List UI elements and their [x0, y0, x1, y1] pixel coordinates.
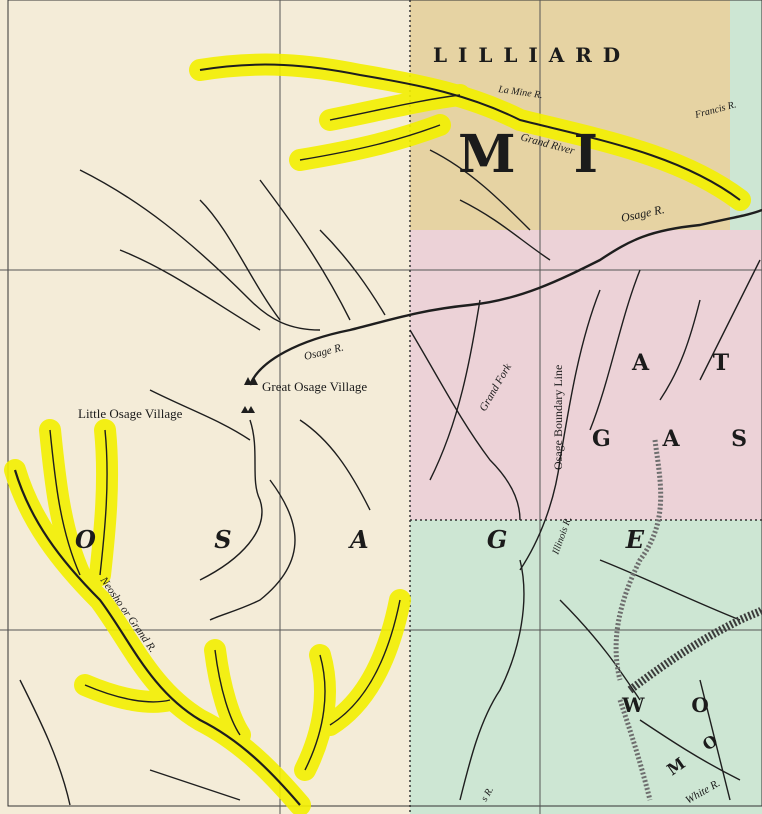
little-osage-village-icon — [241, 406, 255, 413]
rivers — [13, 63, 762, 806]
mountains — [613, 439, 664, 801]
label-little-osage-village: Little Osage Village — [78, 406, 183, 421]
label-osage-boundary-line: Osage Boundary Line — [551, 365, 565, 470]
green-region-south — [410, 520, 762, 814]
osage-river — [248, 208, 762, 386]
ozark-mountains — [627, 606, 762, 694]
neosho-river — [13, 469, 301, 806]
label-osages: O S A G E S — [75, 525, 762, 554]
label-arkansas-fragment-2: G A S C — [592, 426, 762, 452]
map-border — [7, 0, 762, 807]
label-arkansas-fragment-1: A T — [631, 350, 757, 376]
label-lilliard: L I L L I A R D — [433, 43, 622, 67]
label-great-osage-village: Great Osage Village — [262, 379, 367, 394]
label-ozark-fragment: W O — [621, 693, 729, 717]
great-osage-village-icon — [244, 377, 258, 385]
label-missouri-initials: M I — [458, 124, 618, 185]
pink-region — [410, 230, 762, 520]
grand-river — [199, 63, 741, 201]
